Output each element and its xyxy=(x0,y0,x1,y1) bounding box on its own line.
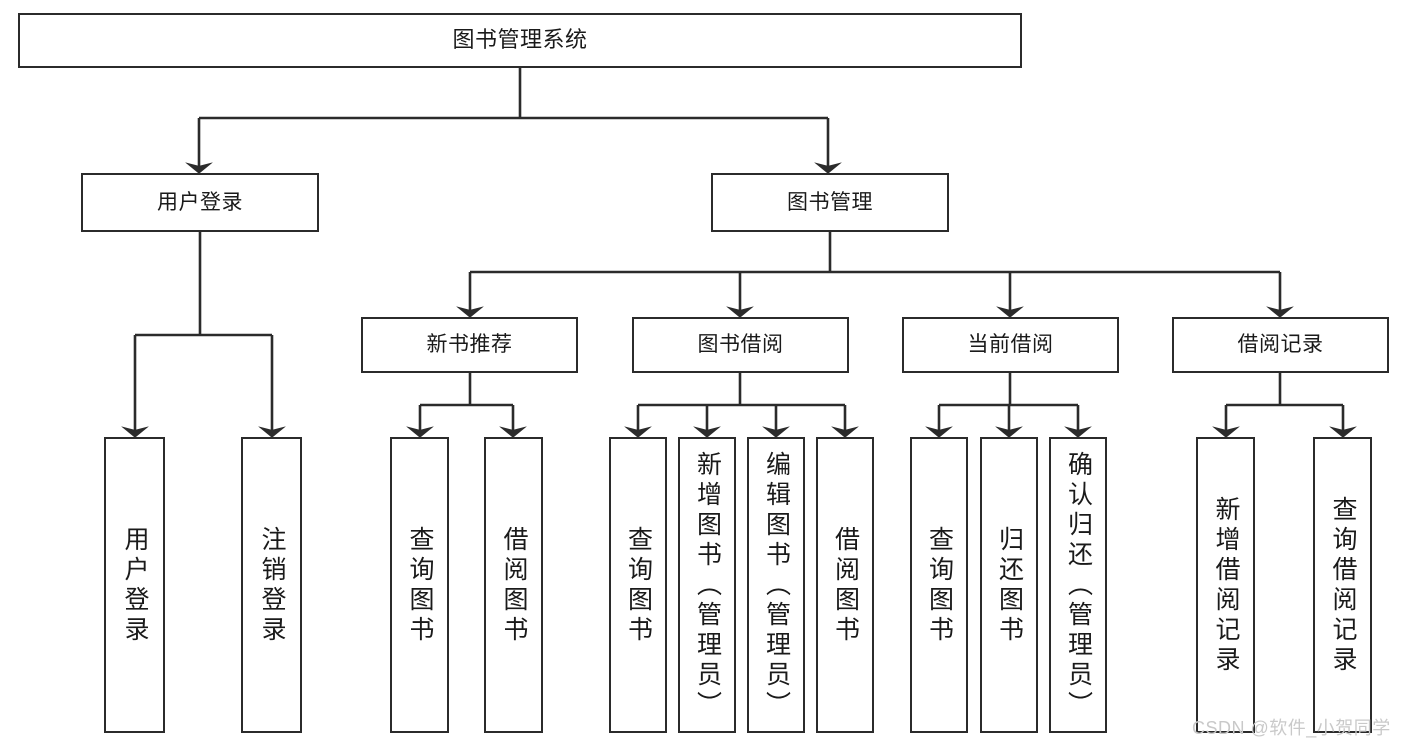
csdn-watermark: CSDN @软件_小贺同学 xyxy=(1192,718,1391,738)
leaf-query-books-cb-label: 查询图书 xyxy=(925,526,954,646)
leaf-query-books-nbr[interactable]: 查询图书 xyxy=(390,437,449,733)
node-user-login-label: 用户登录 xyxy=(157,190,243,214)
leaf-edit-book-admin[interactable]: 编辑图书（管理员） xyxy=(747,437,805,733)
leaf-logout-label: 注销登录 xyxy=(258,526,286,646)
node-book-borrowing[interactable]: 图书借阅 xyxy=(632,317,849,373)
node-borrowing-record-label: 借阅记录 xyxy=(1237,333,1324,357)
leaf-add-book-admin-label: 新增图书（管理员） xyxy=(693,451,722,721)
leaf-query-borrow-record[interactable]: 查询借阅记录 xyxy=(1313,437,1372,733)
leaf-add-borrow-record-label: 新增借阅记录 xyxy=(1212,496,1240,676)
leaf-borrow-books-nbr-label: 借阅图书 xyxy=(500,526,528,646)
leaf-edit-book-admin-label: 编辑图书（管理员） xyxy=(762,451,791,721)
node-book-management[interactable]: 图书管理 xyxy=(711,173,949,232)
leaf-query-borrow-record-label: 查询借阅记录 xyxy=(1329,496,1357,676)
leaf-query-books-bb-label: 查询图书 xyxy=(624,526,653,646)
leaf-borrow-books-bb-label: 借阅图书 xyxy=(831,526,860,646)
node-new-book-recommendation-label: 新书推荐 xyxy=(426,333,513,357)
leaf-confirm-return-admin-label: 确认归还（管理员） xyxy=(1064,451,1093,721)
leaf-borrow-books-bb[interactable]: 借阅图书 xyxy=(816,437,874,733)
leaf-borrow-books-nbr[interactable]: 借阅图书 xyxy=(484,437,543,733)
node-book-management-label: 图书管理 xyxy=(787,190,873,214)
leaf-confirm-return-admin[interactable]: 确认归还（管理员） xyxy=(1049,437,1107,733)
leaf-add-book-admin[interactable]: 新增图书（管理员） xyxy=(678,437,736,733)
leaf-query-books-nbr-label: 查询图书 xyxy=(406,526,434,646)
leaf-user-login[interactable]: 用户登录 xyxy=(104,437,165,733)
node-borrowing-record[interactable]: 借阅记录 xyxy=(1172,317,1389,373)
node-current-borrowing[interactable]: 当前借阅 xyxy=(902,317,1119,373)
node-root-label: 图书管理系统 xyxy=(452,27,588,53)
node-root[interactable]: 图书管理系统 xyxy=(18,13,1022,68)
node-user-login[interactable]: 用户登录 xyxy=(81,173,319,232)
leaf-add-borrow-record[interactable]: 新增借阅记录 xyxy=(1196,437,1255,733)
node-book-borrowing-label: 图书借阅 xyxy=(697,333,784,357)
leaf-logout[interactable]: 注销登录 xyxy=(241,437,302,733)
node-current-borrowing-label: 当前借阅 xyxy=(967,333,1054,357)
leaf-return-books[interactable]: 归还图书 xyxy=(980,437,1038,733)
leaf-user-login-label: 用户登录 xyxy=(121,526,149,646)
leaf-query-books-bb[interactable]: 查询图书 xyxy=(609,437,667,733)
node-new-book-recommendation[interactable]: 新书推荐 xyxy=(361,317,578,373)
leaf-return-books-label: 归还图书 xyxy=(995,526,1024,646)
leaf-query-books-cb[interactable]: 查询图书 xyxy=(910,437,968,733)
